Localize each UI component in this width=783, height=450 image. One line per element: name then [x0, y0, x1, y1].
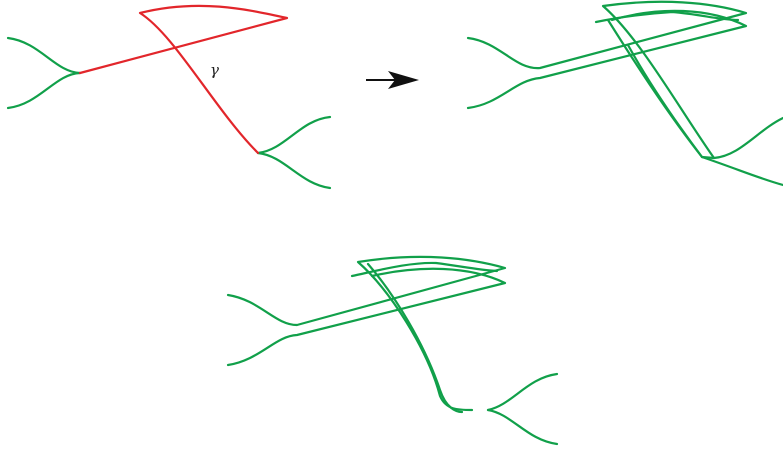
after-band-lower-strand: [626, 43, 783, 187]
after-right-lower-strand: [700, 155, 716, 160]
arrow-head: [388, 71, 419, 89]
right-cusp-upper-strand: [256, 115, 332, 155]
right-arrow-icon: [366, 71, 419, 89]
result-right-cusp-lower-strand: [486, 408, 559, 446]
result-band-strand: [366, 262, 464, 414]
panel-result: [226, 255, 559, 446]
panel-after: [466, 0, 783, 187]
gamma-arc: [78, 4, 289, 155]
after-band-upper-strand: [606, 18, 704, 159]
after-left-upper-strand: [466, 0, 783, 160]
right-cusp-lower-strand: [256, 151, 332, 190]
result-inner-strand: [350, 261, 499, 278]
result-left-lower-strand: [226, 267, 507, 367]
result-right-cusp-upper-strand: [486, 372, 559, 412]
gamma-label: γ: [210, 61, 219, 79]
left-cusp-lower-strand: [6, 71, 82, 110]
left-cusp-upper-strand: [6, 36, 82, 75]
after-inner-strand: [594, 10, 740, 24]
result-left-upper-strand: [226, 255, 507, 412]
panel-before: γ: [6, 4, 332, 190]
after-left-lower-strand: [466, 9, 748, 110]
